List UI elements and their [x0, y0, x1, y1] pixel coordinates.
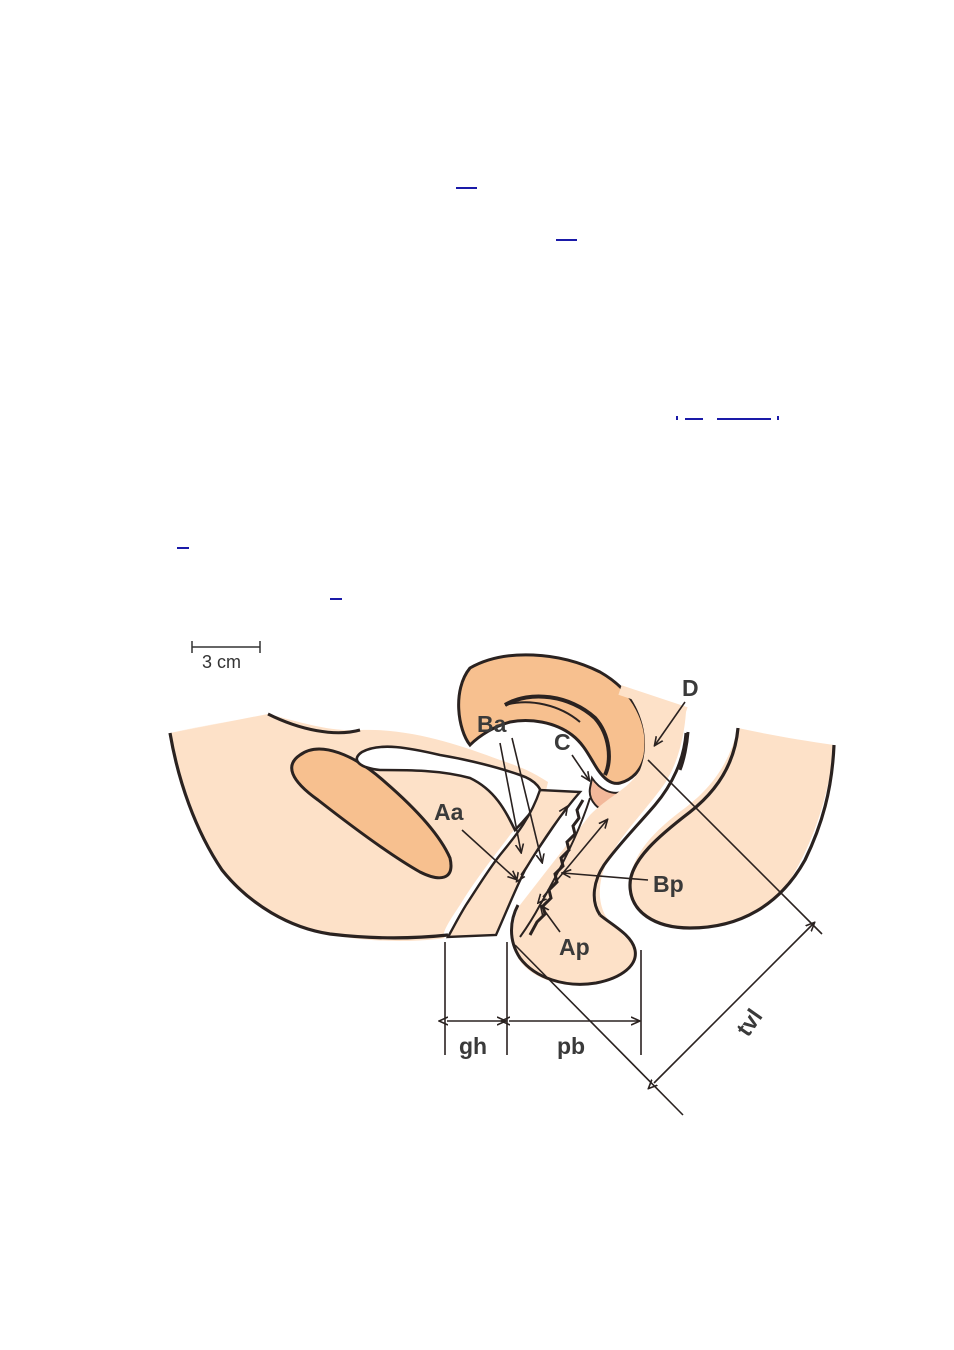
label-c: C [554, 729, 571, 755]
ref-link-1[interactable] [456, 187, 477, 189]
ref-link-5[interactable] [177, 547, 189, 549]
ref-link-bracket-right [777, 416, 779, 420]
label-ap: Ap [559, 934, 590, 960]
rectum-posterior [628, 727, 836, 930]
label-tvl: tvl [731, 1004, 768, 1041]
point-arrows [461, 701, 686, 933]
label-d: D [682, 675, 699, 701]
ref-link-2[interactable] [556, 239, 577, 241]
ref-link-3[interactable] [685, 418, 703, 420]
label-pb: pb [557, 1033, 585, 1059]
scale-bar: 3 cm [191, 641, 261, 672]
label-gh: gh [459, 1033, 487, 1059]
scale-bar-label: 3 cm [202, 652, 241, 672]
ref-link-bracket-left [676, 416, 678, 420]
measurement-lines [445, 759, 823, 1116]
pubic-bone [290, 747, 453, 880]
ref-link-4[interactable] [717, 418, 771, 420]
ref-link-6[interactable] [330, 598, 342, 600]
label-bp: Bp [653, 871, 684, 897]
label-aa: Aa [434, 799, 464, 825]
label-ba: Ba [477, 711, 507, 737]
